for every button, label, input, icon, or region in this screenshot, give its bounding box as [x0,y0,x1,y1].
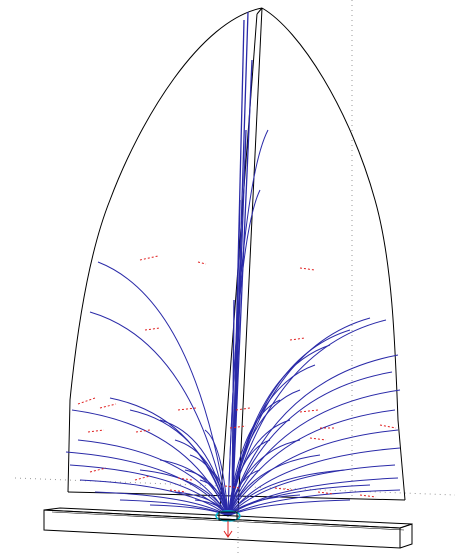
streamline [227,439,271,517]
streamline [227,489,401,517]
streamline [97,261,229,517]
envelope-left-edge [67,7,263,493]
streamline [227,389,401,517]
vector-arrow [89,467,107,473]
streamline [194,499,229,517]
streamline [109,397,229,517]
vector-arrow [289,337,306,341]
vector-arrow [309,437,327,441]
vector-arrow [379,424,397,429]
streamline [227,319,387,517]
source-arrow [223,521,233,538]
vector-arrow [274,487,293,491]
streamline [227,484,371,517]
streamline [204,429,229,517]
streamline [227,469,346,517]
vector-arrow [299,267,316,271]
vector-arrow [87,429,105,433]
streamline [227,354,399,517]
source-box [218,511,238,521]
vector-arrow [317,491,335,495]
streamline [227,399,281,517]
vector-arrow [134,475,151,481]
streamline [209,469,229,517]
velocity-vectors [77,255,397,498]
vector-arrow [169,489,187,493]
streamline [79,479,229,517]
mast-streamline [231,299,235,515]
streamline [129,409,229,517]
vector-arrow [77,397,96,405]
source-marker [215,510,241,538]
streamline [227,454,321,517]
streamline [149,504,229,517]
streamline [227,447,401,517]
vector-arrow [299,409,319,413]
vector-arrow [139,255,159,261]
streamline [227,499,351,517]
envelope-right-edge [261,7,406,501]
vector-arrow [359,494,377,498]
vector-arrow [144,327,161,331]
streamline [227,469,261,517]
vector-arrow [177,407,197,411]
vector-arrow [224,485,241,489]
streamline [89,311,229,517]
vector-arrow [197,261,207,265]
vector-arrow [99,403,117,409]
streamline [227,464,396,517]
base-right-face [399,523,413,549]
streamline [65,451,229,517]
vector-arrow [229,425,247,429]
mast-right-edge [237,7,263,513]
streamline [227,409,396,517]
streamline [227,429,399,517]
streamlines [65,11,401,517]
streamline [159,459,229,517]
streamline [139,469,229,517]
envelope-top-inner [256,7,263,15]
streamline [189,454,229,517]
streamline [227,344,331,517]
mast-streamline [231,11,249,515]
